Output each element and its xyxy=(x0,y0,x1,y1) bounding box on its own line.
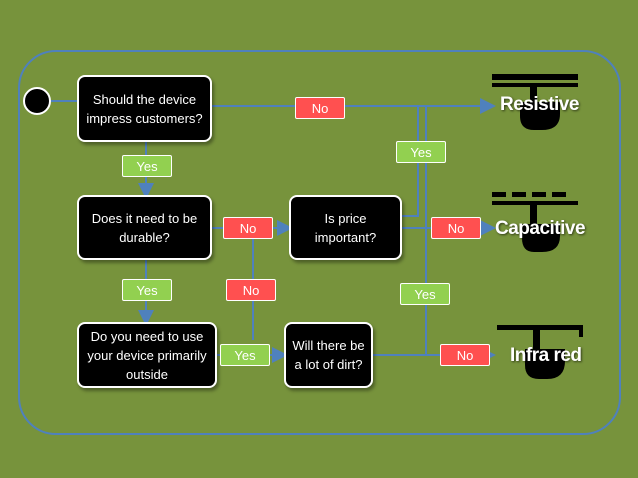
label-price-no: No xyxy=(431,217,481,239)
question-dirt: Will there be a lot of dirt? xyxy=(284,322,373,388)
outcome-infrared: Infra red xyxy=(510,345,582,366)
question-durable: Does it need to be durable? xyxy=(77,195,212,260)
label-outside-no: No xyxy=(226,279,276,301)
question-outside: Do you need to use your device primarily… xyxy=(77,322,217,388)
label-dirt-no: No xyxy=(440,344,490,366)
flowchart-frame xyxy=(18,50,621,435)
label-durable-yes: Yes xyxy=(122,279,172,301)
label-dirt-yes: Yes xyxy=(400,283,450,305)
label-price-yes: Yes xyxy=(396,141,446,163)
infrared-hand-icon xyxy=(497,325,583,379)
label-impress-yes: Yes xyxy=(122,155,172,177)
label-durable-no: No xyxy=(223,217,273,239)
label-impress-no: No xyxy=(295,97,345,119)
outcome-capacitive: Capacitive xyxy=(495,218,586,239)
capacitive-hand-icon xyxy=(492,192,578,252)
resistive-hand-icon xyxy=(492,74,578,130)
label-outside-yes: Yes xyxy=(220,344,270,366)
outcome-resistive: Resistive xyxy=(500,94,579,115)
question-price: Is price important? xyxy=(289,195,402,260)
start-node xyxy=(23,87,51,115)
question-impress: Should the device impress customers? xyxy=(77,75,212,142)
